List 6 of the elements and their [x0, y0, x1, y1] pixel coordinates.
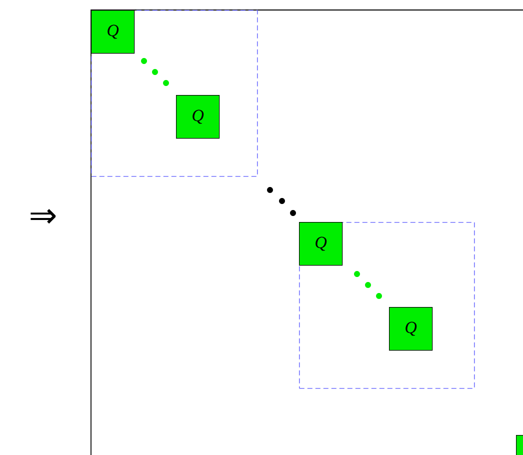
implies-arrow: ⇒ — [30, 209, 56, 224]
matrix-block: Q — [299, 222, 343, 266]
matrix-block — [516, 435, 523, 455]
matrix-block: Q — [176, 95, 220, 139]
matrix-block: Q — [389, 307, 433, 351]
matrix-block: Q — [91, 10, 135, 54]
